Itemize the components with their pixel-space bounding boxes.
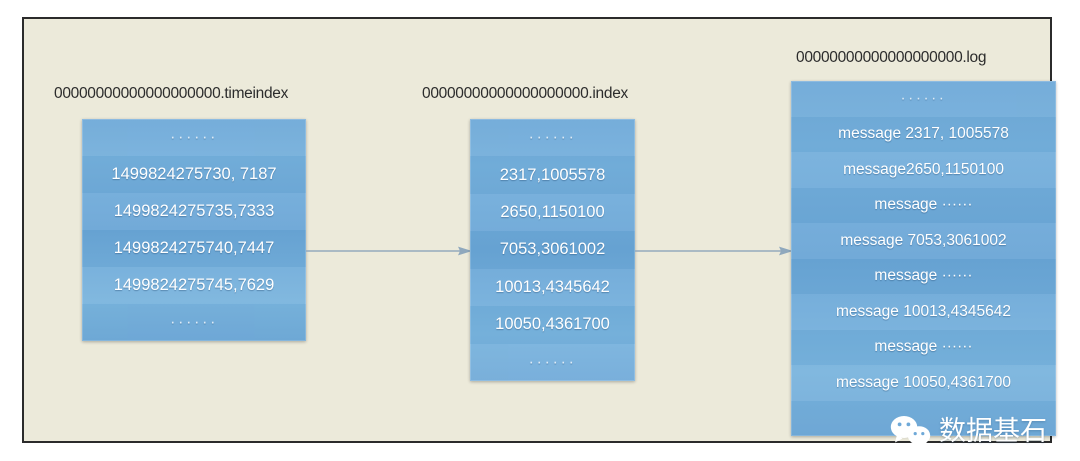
stack-row: message ······ (791, 329, 1056, 365)
stack-row: 10013,4345642 (470, 268, 635, 307)
stack-row: message 10013,4345642 (791, 294, 1056, 330)
stack-row: 10050,4361700 (470, 306, 635, 344)
stack-row: ······ (470, 119, 635, 157)
stack-row: 1499824275735,7333 (82, 193, 306, 230)
stack-row: 1499824275730, 7187 (82, 156, 306, 193)
stack-index: ······ 2317,1005578 2650,1150100 7053,30… (470, 119, 635, 381)
stack-log: ······ message 2317, 1005578 message2650… (791, 81, 1056, 436)
stack-row: ······ (82, 119, 306, 156)
stack-row: message ······ (791, 258, 1056, 294)
arrow-timeindex-to-index (306, 246, 472, 256)
stack-row: message 10050,4361700 (791, 365, 1056, 401)
stack-timeindex: ······ 1499824275730, 7187 1499824275735… (82, 119, 306, 341)
stack-row: message 7053,3061002 (791, 223, 1056, 259)
arrow-index-to-log (635, 246, 793, 256)
stack-row: 1499824275745,7629 (82, 267, 306, 304)
column-label-index: 00000000000000000000.index (422, 85, 628, 102)
stack-row: 1499824275740,7447 (82, 230, 306, 267)
stack-row: message ······ (791, 187, 1056, 223)
stack-row: 2317,1005578 (470, 156, 635, 194)
stack-row: message 2317, 1005578 (791, 116, 1056, 152)
stack-row: ······ (791, 81, 1056, 117)
stack-row: 2650,1150100 (470, 193, 635, 232)
stack-row: message2650,1150100 (791, 152, 1056, 188)
column-label-timeindex: 00000000000000000000.timeindex (54, 85, 289, 102)
column-label-log: 00000000000000000000.log (796, 49, 987, 66)
stack-row (791, 400, 1056, 436)
slide-frame: 00000000000000000000.timeindex ······ 14… (22, 17, 1056, 448)
stack-row: ······ (82, 304, 306, 341)
stack-row: 7053,3061002 (470, 231, 635, 269)
stack-row: ······ (470, 343, 635, 381)
